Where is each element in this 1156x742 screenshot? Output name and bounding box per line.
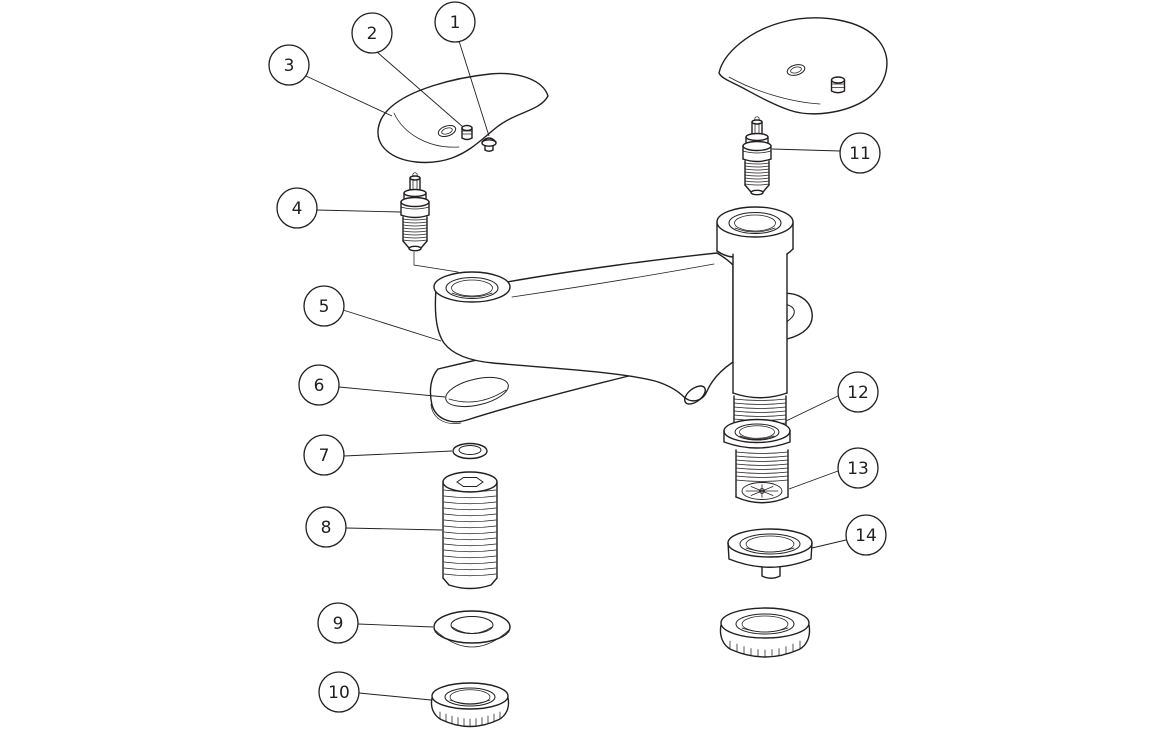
callout-8: 8	[305, 506, 347, 548]
part-flow-straightener	[735, 482, 789, 504]
part-flange-right	[727, 528, 813, 579]
part-oring	[452, 442, 488, 460]
callout-number: 11	[849, 144, 871, 164]
leader-line-2	[376, 51, 464, 128]
part-cartridge-left	[400, 172, 459, 273]
callout-10: 10	[318, 671, 360, 713]
part-cartridge-right	[742, 116, 772, 196]
part-grub-screw	[461, 124, 473, 141]
callout-number: 2	[367, 24, 378, 44]
callout-circle	[298, 364, 340, 406]
leader-line-7	[343, 450, 453, 457]
leader-line-4	[316, 209, 402, 213]
leader-lines	[305, 40, 847, 701]
callout-circle	[318, 671, 360, 713]
callout-11: 11	[839, 132, 881, 174]
callout-circle	[305, 506, 347, 548]
callout-number: 5	[319, 297, 330, 317]
callout-circle	[839, 132, 881, 174]
callout-circle	[303, 285, 345, 327]
part-handle-left	[377, 72, 549, 164]
callout-number: 7	[319, 446, 330, 466]
callout-7: 7	[303, 434, 345, 476]
leader-line-9	[357, 623, 434, 628]
callouts: 1 2 3 4 5 6 7 8	[268, 1, 887, 713]
callout-1: 1	[434, 1, 476, 43]
leader-line-3	[305, 75, 393, 117]
leader-line-11	[771, 148, 841, 152]
callout-number: 6	[314, 376, 325, 396]
callout-13: 13	[837, 447, 879, 489]
leader-line-1	[458, 40, 490, 137]
leader-line-5	[342, 309, 442, 342]
callout-circle	[845, 514, 887, 556]
body-boss-right	[716, 206, 794, 238]
part-screw-cover	[481, 137, 497, 152]
part-backnut-right	[719, 607, 811, 658]
part-backnut-left	[430, 682, 510, 728]
flange-tab	[761, 566, 781, 579]
body-boss-left	[433, 271, 511, 303]
leader-line-14	[811, 539, 847, 549]
callout-12: 12	[837, 371, 879, 413]
callout-9: 9	[317, 602, 359, 644]
callout-circle	[268, 44, 310, 86]
callout-number: 4	[292, 199, 303, 219]
callout-number: 3	[284, 56, 295, 76]
callout-circle	[317, 602, 359, 644]
leader-line-8	[345, 527, 443, 531]
callout-circle	[303, 434, 345, 476]
callout-circle	[434, 1, 476, 43]
assembly-axis-left	[413, 251, 459, 273]
backplate-hole-left	[445, 376, 509, 408]
callout-number: 10	[328, 683, 350, 703]
callout-14: 14	[845, 514, 887, 556]
part-handle-right	[718, 17, 888, 115]
callout-circle	[837, 447, 879, 489]
callout-circle	[276, 187, 318, 229]
leader-line-13	[788, 470, 839, 490]
spout-opening	[684, 385, 706, 405]
callout-6: 6	[298, 364, 340, 406]
handle-right-hole	[786, 64, 806, 76]
callout-3: 3	[268, 44, 310, 86]
callout-number: 13	[847, 459, 869, 479]
callout-number: 9	[333, 614, 344, 634]
part-shank-left	[442, 471, 498, 590]
callout-number: 1	[450, 13, 461, 33]
part-shank-right	[723, 392, 791, 498]
callout-circle	[351, 12, 393, 54]
callout-5: 5	[303, 285, 345, 327]
callout-circle	[837, 371, 879, 413]
callout-2: 2	[351, 12, 393, 54]
callout-number: 12	[847, 383, 869, 403]
leader-line-10	[358, 692, 432, 701]
callout-number: 8	[321, 518, 332, 538]
part-handle-screw-right	[830, 76, 846, 94]
part-washer-left	[433, 610, 511, 648]
part-tap-body	[433, 206, 794, 405]
callout-number: 14	[855, 526, 877, 546]
handle-left-hole	[437, 124, 457, 138]
leader-line-12	[785, 395, 839, 422]
shank-hex-socket	[456, 477, 484, 487]
leader-line-6	[338, 386, 446, 398]
callout-4: 4	[276, 187, 318, 229]
